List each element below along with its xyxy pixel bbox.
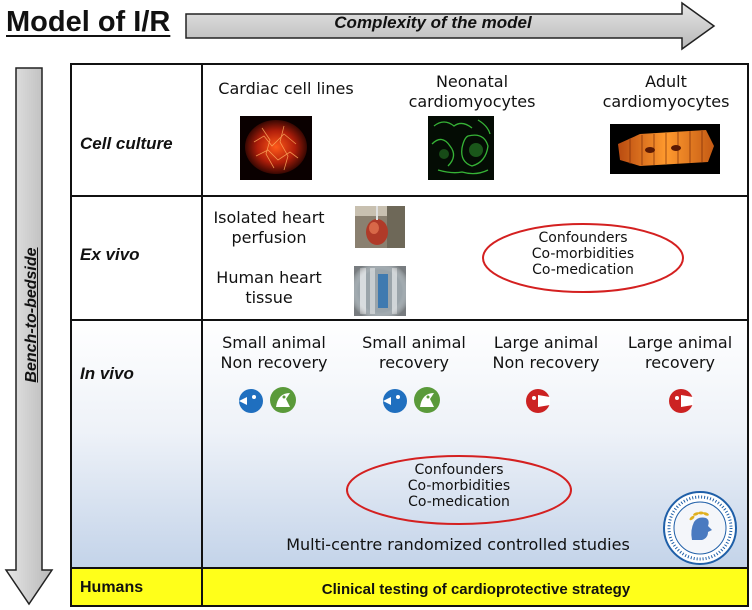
in-vivo-confounders-text: Confounders Co-morbidities Co-medication [407,462,511,510]
mouse-icon [239,389,263,413]
bench-to-bedside-arrow [4,67,54,606]
small-animal-recovery-label: Small animal recovery [362,333,466,372]
human-heart-tissue-label: Human heart tissue [216,268,322,307]
neonatal-cardiomyocytes-label: Neonatal cardiomyocytes [408,72,536,111]
rat-icon [270,387,296,413]
adult-cardiomyocytes-image [610,124,720,174]
multicentre-studies-label: Multi-centre randomized controlled studi… [286,535,630,554]
rat-icon [414,387,440,413]
consortium-seal-logo [663,491,737,565]
cardiac-cell-lines-image [240,116,312,180]
pig-icon [669,389,693,413]
row-label-in-vivo: In vivo [80,364,134,383]
neonatal-cardiomyocytes-image [428,116,494,180]
ex-vivo-confounders-text: Confounders Co-morbidities Co-medication [531,230,635,278]
ex-vivo-confounders-oval [482,223,684,293]
mouse-icon [383,389,407,413]
in-vivo-confounders-oval [346,455,572,525]
complexity-label: Complexity of the model [334,13,532,32]
row-label-cell-culture: Cell culture [80,134,173,153]
adult-cardiomyocytes-label: Adult cardiomyocytes [602,72,730,111]
large-animal-recovery-label: Large animal recovery [627,333,733,372]
small-animal-non-recovery-label: Small animal Non recovery [220,333,328,372]
cardiac-cell-lines-label: Cardiac cell lines [218,79,354,98]
large-animal-non-recovery-label: Large animal Non recovery [492,333,600,372]
row-label-humans: Humans [80,579,144,596]
complexity-arrow [185,1,716,51]
human-heart-tissue-photo [354,266,406,316]
pig-icon [526,389,550,413]
row-label-ex-vivo: Ex vivo [80,245,140,264]
humans-clinical-testing-text: Clinical testing of cardioprotective str… [321,581,631,598]
page-title: Model of I/R [6,6,171,38]
isolated-heart-photo [355,206,405,248]
isolated-heart-perfusion-label: Isolated heart perfusion [213,208,325,247]
